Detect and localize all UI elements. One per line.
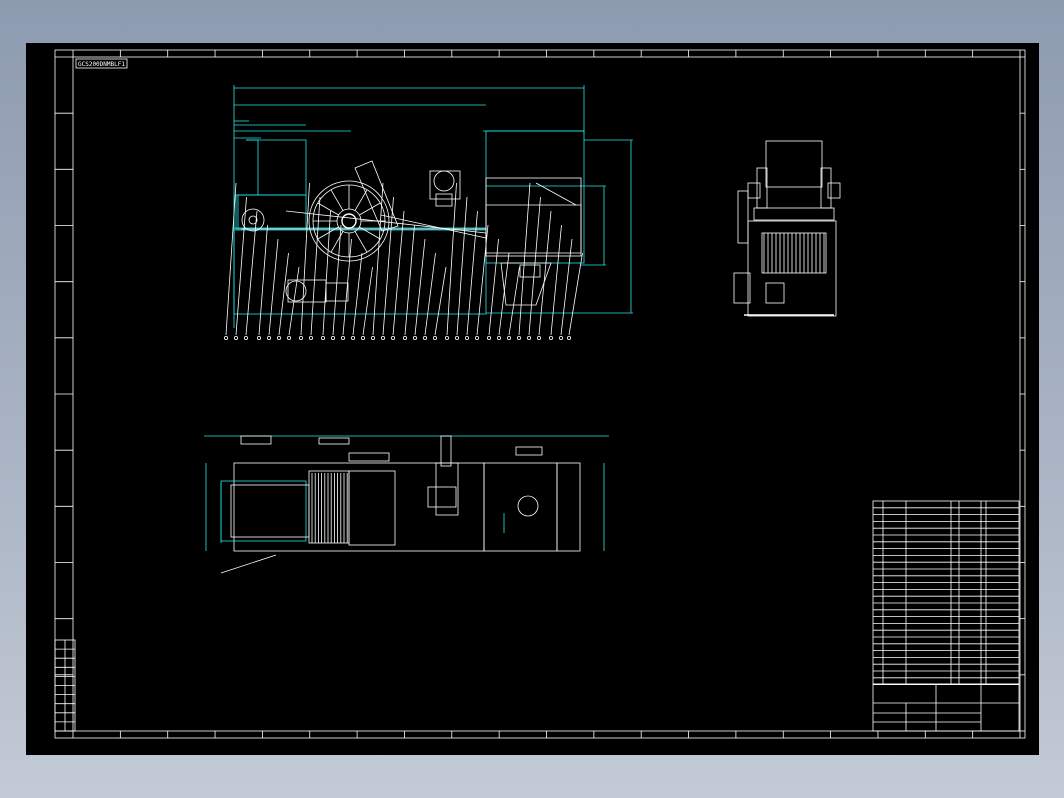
top-view [204,435,609,574]
border-ticks [55,50,1025,738]
revision-block [54,639,76,732]
cad-drawing: GCS200DNMBLF1 [54,49,1026,739]
parts-list [872,500,1020,685]
drawing-code: GCS200DNMBLF1 [78,61,125,68]
front-view [223,85,633,340]
drawing-code-box [75,58,128,69]
title-block [872,683,1020,732]
cad-drawing-viewport[interactable]: GCS200DNMBLF1 [26,43,1039,755]
outer-border [54,49,1026,739]
side-view [733,140,841,317]
